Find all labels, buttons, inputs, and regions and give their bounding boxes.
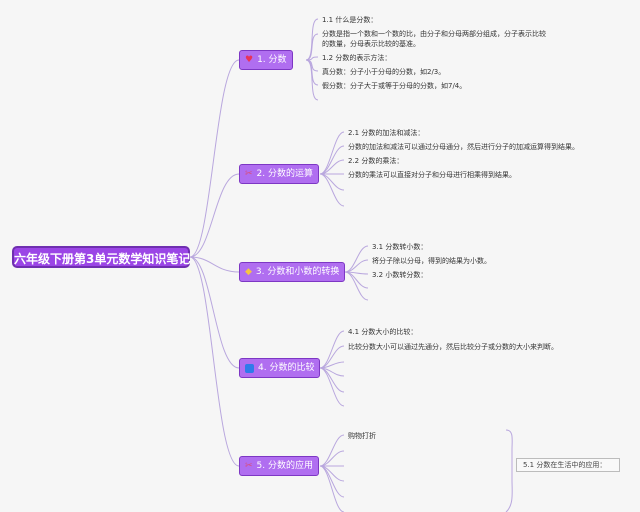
leaf-text: 购物打折 bbox=[348, 432, 376, 440]
leaf-text: 1.1 什么是分数： bbox=[322, 16, 378, 24]
branch-fraction-comparison[interactable]: 4. 分数的比较 bbox=[239, 358, 321, 378]
leaf-text: 真分数：分子小于分母的分数，如2/3。 bbox=[322, 68, 446, 76]
branch-fraction-decimal-conversion[interactable]: ◆ 3. 分数和小数的转换 bbox=[239, 262, 346, 282]
branch-label: 3. 分数和小数的转换 bbox=[255, 266, 340, 277]
branch-label: 5. 分数的应用 bbox=[256, 460, 313, 471]
leaf-connector bbox=[344, 245, 369, 273]
leaf-text: 2.2 分数的乘法： bbox=[348, 157, 404, 165]
root-topic[interactable]: 六年级下册第3单元数学知识笔记 bbox=[12, 246, 190, 268]
branch-fractions[interactable]: ♥ 1. 分数 bbox=[239, 50, 293, 70]
leaf-text: 1.2 分数的表示方法： bbox=[322, 54, 392, 62]
tools-icon: ✂ bbox=[245, 168, 253, 179]
leaf-text: 3.2 小数转分数： bbox=[372, 271, 428, 279]
leaf-connector bbox=[305, 59, 319, 101]
leaf-text: 分数的乘法可以直接对分子和分母进行相乘得到结果。 bbox=[348, 171, 516, 179]
leaf-connector bbox=[319, 145, 345, 175]
leaf-connector bbox=[319, 465, 345, 498]
branch-label: 2. 分数的运算 bbox=[256, 168, 313, 179]
leaf-text: 2.1 分数的加法和减法： bbox=[348, 129, 425, 137]
tools-icon: ✂ bbox=[245, 460, 253, 471]
leaf-text: 比较分数大小可以通过先通分，然后比较分子或分数的大小来判断。 bbox=[348, 343, 558, 351]
branch-connector bbox=[189, 59, 240, 258]
gem-icon: ◆ bbox=[245, 266, 252, 277]
leaf-text: 3.1 分数转小数： bbox=[372, 243, 428, 251]
leaf-connector bbox=[319, 330, 345, 369]
branch-connector bbox=[189, 256, 240, 273]
blue-square-icon bbox=[245, 363, 254, 373]
callout-box[interactable]: 5.1 分数在生活中的应用： bbox=[516, 458, 620, 472]
leaf-connector bbox=[305, 56, 319, 61]
leaf-connector bbox=[305, 33, 319, 61]
branch-fraction-applications[interactable]: ✂ 5. 分数的应用 bbox=[239, 456, 319, 476]
branch-connector bbox=[189, 173, 240, 258]
leaf-connector bbox=[319, 434, 345, 467]
leaf-text: 分数是指一个数和一个数的比，由分子和分母两部分组成，分子表示比较的数量，分母表示… bbox=[322, 30, 546, 48]
leaf-connector bbox=[344, 271, 369, 301]
leaf-text: 分数的加法和减法可以通过分母通分，然后进行分子的加减运算得到结果。 bbox=[348, 143, 579, 151]
branch-fraction-operations[interactable]: ✂ 2. 分数的运算 bbox=[239, 164, 319, 184]
leaf-connector bbox=[344, 259, 369, 273]
leaf-text: 4.1 分数大小的比较： bbox=[348, 328, 418, 336]
heart-icon: ♥ bbox=[245, 54, 254, 65]
callout-bracket bbox=[505, 429, 513, 512]
branch-connector bbox=[189, 256, 240, 467]
leaf-connector bbox=[319, 450, 345, 467]
leaf-connector bbox=[319, 173, 345, 191]
leaf-connector bbox=[305, 18, 319, 61]
leaf-text: 假分数：分子大于或等于分母的分数，如7/4。 bbox=[322, 82, 467, 90]
leaf-text: 将分子除以分母，得到的结果为小数。 bbox=[372, 257, 491, 265]
branch-connector bbox=[189, 256, 240, 369]
leaf-connector bbox=[319, 131, 345, 175]
leaf-connector bbox=[319, 367, 345, 407]
leaf-connector bbox=[319, 173, 345, 207]
branch-label: 1. 分数 bbox=[257, 54, 287, 65]
leaf-connector bbox=[319, 465, 345, 512]
branch-label: 4. 分数的比较 bbox=[258, 362, 315, 373]
